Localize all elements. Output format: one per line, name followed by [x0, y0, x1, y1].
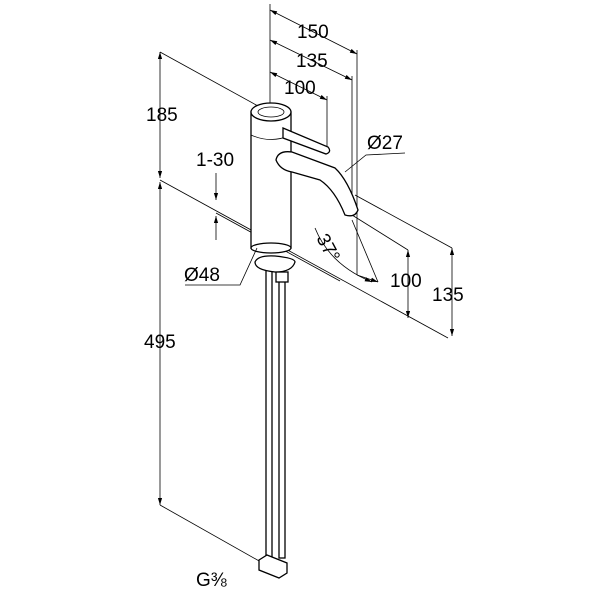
diameter-27-leader — [344, 152, 406, 173]
dim-135-right-label: 135 — [432, 285, 464, 306]
supply-hoses — [258, 257, 289, 579]
spout — [275, 151, 359, 217]
dim-1-30-label: 1-30 — [196, 150, 234, 171]
right-dimension-lines — [314, 194, 455, 336]
dim-100-top-label: 100 — [284, 78, 316, 99]
dim-150-label: 150 — [297, 22, 329, 43]
lever-handle — [282, 127, 331, 155]
dim-diameter-48-label: Ø48 — [184, 265, 220, 286]
dim-100-right-label: 100 — [390, 271, 422, 292]
mounting-base — [254, 255, 296, 273]
faucet-body — [250, 102, 292, 254]
dim-diameter-27-label: Ø27 — [367, 133, 403, 154]
dim-495-label: 495 — [144, 332, 176, 353]
dim-37-degree-label: 37° — [312, 230, 344, 265]
left-dimension-lines — [157, 51, 449, 567]
dim-185-label: 185 — [146, 105, 178, 126]
diameter-48-leader — [185, 247, 258, 286]
thread-g3-8-label: G⅜ — [196, 570, 227, 591]
dim-135-top-label: 135 — [296, 51, 328, 72]
